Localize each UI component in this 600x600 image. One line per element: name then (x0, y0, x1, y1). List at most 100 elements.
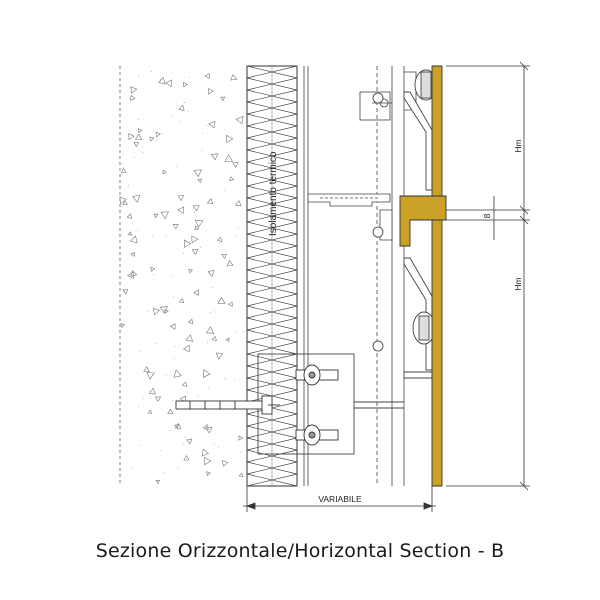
facade-panel (399, 65, 447, 487)
concrete-speck (193, 169, 203, 178)
concrete-speck (229, 176, 235, 182)
concrete-speck (155, 396, 162, 402)
joint-dim-label: 8 (482, 213, 492, 218)
concrete-speck (127, 271, 134, 279)
concrete-speck (215, 352, 224, 360)
concrete-speck (122, 289, 129, 295)
concrete-speck (207, 270, 215, 277)
mid-bolts (372, 92, 384, 352)
concrete-speck (177, 206, 185, 214)
concrete-speck (206, 471, 211, 477)
concrete-speck (194, 225, 200, 231)
wall-anchor (175, 395, 280, 415)
concrete-speck (179, 395, 187, 403)
concrete-speck (238, 472, 244, 478)
dimension-lines (446, 61, 530, 491)
concrete-speck (226, 134, 234, 144)
concrete-speck (160, 211, 170, 220)
variable-label: VARIABILE (318, 494, 362, 504)
concrete-speck (159, 306, 168, 314)
concrete-speck (220, 96, 226, 102)
figure-caption: Sezione Orizzontale/Horizontal Section -… (95, 540, 505, 562)
concrete-speck (143, 366, 150, 372)
concrete-speck (148, 387, 157, 395)
concrete-speck (130, 252, 135, 257)
concrete-speck (183, 81, 188, 88)
concrete-speck (174, 422, 182, 429)
concrete-speck (126, 213, 133, 219)
concrete-speck (205, 427, 213, 434)
concrete-speck (238, 435, 244, 441)
concrete-speck (217, 296, 226, 304)
concrete-speck (201, 448, 210, 457)
concrete-speck (194, 219, 204, 228)
concrete-speck (177, 195, 185, 202)
concrete-speck (191, 235, 199, 244)
concrete-speck (147, 409, 153, 414)
concrete-speck (210, 153, 219, 161)
hm-bottom-label: Hm (513, 277, 523, 290)
concrete-speck (128, 133, 135, 141)
concrete-speck (187, 318, 194, 325)
variable-dimension (243, 486, 436, 512)
concrete-speck (178, 104, 185, 112)
concrete-speck (202, 369, 211, 378)
concrete-speck (132, 194, 141, 203)
concrete-speck (146, 372, 155, 380)
concrete-speck (127, 231, 133, 236)
concrete-speck (162, 169, 167, 175)
subframe-verticals (303, 66, 405, 486)
concrete-speck (183, 239, 192, 248)
concrete-speck (122, 200, 128, 206)
concrete-speck (120, 323, 126, 328)
concrete-speck (178, 297, 185, 304)
concrete-speck (153, 213, 159, 219)
concrete-speck (182, 344, 190, 353)
concrete-speck (183, 455, 190, 461)
concrete-speck (173, 369, 182, 378)
concrete-speck (225, 337, 230, 343)
concrete-speck (211, 335, 217, 342)
concrete-speck (155, 479, 161, 485)
concrete-speck (188, 269, 193, 274)
concrete-speck (235, 115, 244, 125)
concrete-speck (226, 259, 234, 267)
concrete-speck (172, 224, 179, 230)
concrete-speck (232, 162, 239, 168)
concrete-speck (193, 289, 200, 296)
concrete-speck (205, 326, 215, 334)
concrete-speck (152, 308, 160, 316)
concrete-wall (119, 66, 248, 486)
concrete-speck (208, 88, 214, 95)
concrete-speck (191, 248, 199, 256)
concrete-speck (216, 236, 222, 243)
concrete-speck (202, 423, 209, 430)
concrete-speck (206, 198, 214, 205)
concrete-speck (119, 196, 127, 205)
concrete-speck (135, 133, 143, 140)
concrete-speck (192, 205, 200, 212)
concrete-speck (204, 73, 210, 80)
concrete-speck (221, 460, 229, 467)
concrete-speck (230, 73, 238, 81)
concrete-speck (150, 266, 156, 272)
concrete-speck (221, 253, 227, 259)
horizontal-rail (307, 193, 393, 241)
concrete-speck (208, 120, 216, 129)
concrete-speck (129, 235, 138, 244)
panel-clip-bottom (403, 257, 436, 379)
concrete-speck (155, 131, 161, 138)
concrete-speck (186, 438, 193, 445)
concrete-speck (234, 200, 242, 207)
concrete-speck (130, 269, 138, 277)
hm-top-label: Hm (513, 139, 523, 152)
concrete-speck (185, 334, 194, 342)
concrete-speck (149, 136, 155, 142)
concrete-speck (204, 456, 212, 466)
concrete-speck (129, 94, 136, 101)
concrete-speck (181, 381, 188, 387)
thermal-insulation (246, 65, 298, 487)
concrete-speck (165, 79, 173, 88)
concrete-speck (158, 77, 166, 85)
concrete-speck (130, 86, 138, 94)
